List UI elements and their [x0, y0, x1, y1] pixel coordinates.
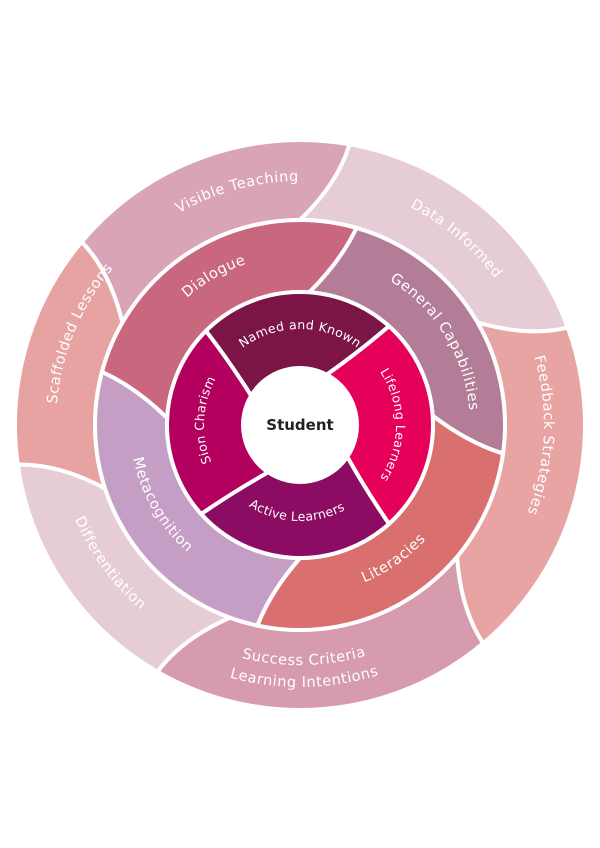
outer-ring — [13, 138, 587, 712]
center-label: Student — [266, 416, 333, 434]
inner-ring — [165, 290, 435, 560]
center-circle — [243, 368, 357, 482]
segment-sion-charism — [165, 327, 272, 517]
